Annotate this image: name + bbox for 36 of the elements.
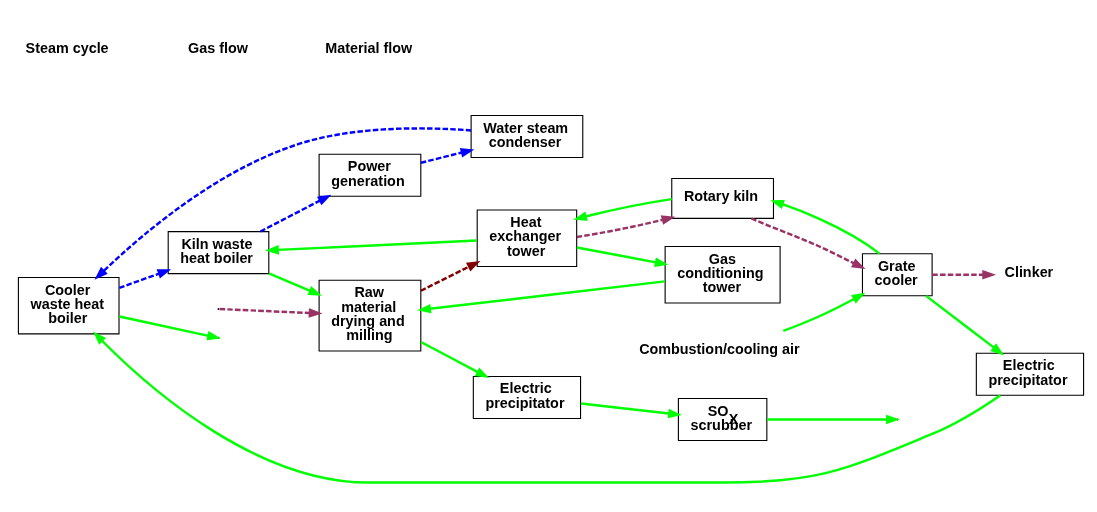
arrow: [219, 307, 323, 318]
arrow: [118, 268, 172, 289]
arrow: [576, 214, 676, 238]
arrow: [417, 279, 666, 313]
node-box: Gas conditioning tower: [664, 245, 781, 303]
node-box: Rotary kiln: [671, 177, 775, 219]
arrow: [420, 340, 490, 378]
node-box: Raw material drying and milling: [318, 279, 422, 352]
node-box: Water steam condenser: [470, 114, 584, 158]
legend-label: Material flow: [325, 39, 413, 56]
node-box: Kiln waste heat boiler: [167, 230, 270, 274]
arrow: [782, 292, 866, 332]
arrow: [268, 271, 322, 296]
node-box: Power generation: [318, 153, 422, 197]
arrow: [770, 199, 881, 255]
arrow: [750, 216, 866, 269]
arrow: [932, 269, 996, 280]
arrow: [576, 245, 669, 267]
arrow: [259, 194, 332, 233]
legend-label: Gas flow: [188, 39, 248, 56]
arrow: [573, 197, 672, 221]
arrow: [925, 294, 1005, 355]
legend-label: Steam cycle: [25, 39, 109, 56]
node-box: Heat exchanger tower: [476, 209, 578, 267]
node-box: Electric precipitator: [975, 352, 1085, 396]
arrow: [93, 331, 1001, 484]
node-text: Combustion/cooling air: [639, 340, 800, 357]
arrow: [265, 238, 477, 255]
arrow: [94, 126, 472, 280]
node-box: Electric precipitator: [472, 375, 582, 419]
node-text: Clinker: [1004, 263, 1054, 280]
node-box: Cooler waste heat boiler: [17, 276, 120, 334]
arrow: [420, 147, 475, 164]
arrow: [580, 401, 682, 418]
arrow: [420, 260, 481, 292]
node-box: Grate cooler: [861, 252, 933, 296]
